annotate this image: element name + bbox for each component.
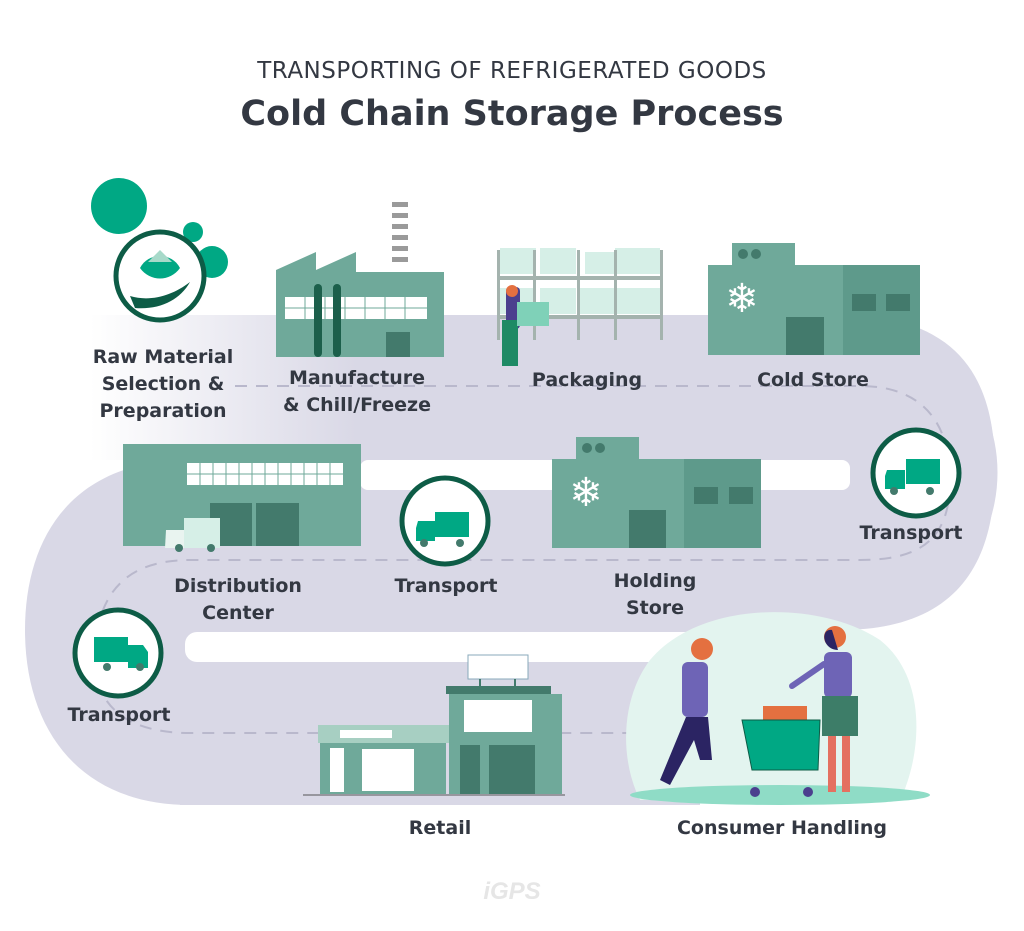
step-label-line: Consumer Handling: [676, 817, 888, 839]
packaging-illustration: [497, 248, 663, 366]
step-transport-left-label: Transport: [67, 702, 170, 729]
igps-logo: iGPS: [483, 878, 541, 905]
route-dashed-line: [93, 385, 952, 734]
step-label-line: Transport: [394, 575, 498, 597]
step-label-line: Holding: [613, 570, 697, 592]
cold-store-illustration: ❄: [708, 243, 920, 355]
page-subtitle: TRANSPORTING OF REFRIGERATED GOODS: [257, 58, 767, 84]
factory-illustration: [276, 200, 444, 357]
step-label-line: Transport: [859, 522, 963, 544]
truck-circle-left: [72, 607, 164, 699]
step-label-line: Store: [625, 597, 685, 619]
step-distribution-center-label: Distribution Center: [174, 573, 302, 627]
distribution-center-illustration: [123, 444, 361, 552]
step-label-line: Distribution: [174, 575, 302, 597]
page-title: Cold Chain Storage Process: [240, 94, 784, 134]
step-label-line: Raw Material: [92, 346, 234, 368]
consumer-handling-illustration: [626, 612, 930, 805]
step-label-line: Packaging: [531, 369, 643, 391]
step-label-line: Transport: [67, 704, 171, 726]
retail-store-illustration: [303, 654, 565, 796]
svg-text:❄: ❄: [725, 276, 759, 322]
holding-store-illustration: ❄: [552, 437, 761, 548]
step-cold-store-label: Cold Store: [757, 367, 869, 394]
step-packaging-label: Packaging: [532, 367, 642, 394]
truck-circle-middle: [399, 475, 491, 567]
step-manufacture-label: Manufacture & Chill/Freeze: [283, 365, 431, 419]
step-transport-right-label: Transport: [859, 520, 962, 547]
step-label-line: & Chill/Freeze: [283, 394, 431, 416]
svg-text:❄: ❄: [569, 470, 603, 516]
raw-material-illustration: [91, 178, 228, 323]
step-transport-middle-label: Transport: [394, 573, 497, 600]
step-label-line: Selection &: [101, 373, 225, 395]
step-retail-label: Retail: [409, 815, 471, 842]
step-raw-material-label: Raw Material Selection & Preparation: [93, 344, 234, 425]
step-label-line: Center: [202, 602, 274, 624]
step-label-line: Manufacture: [288, 367, 425, 389]
step-consumer-handling-label: Consumer Handling: [677, 815, 887, 842]
step-label-line: Retail: [408, 817, 472, 839]
step-label-line: Cold Store: [757, 369, 869, 391]
step-label-line: Preparation: [99, 400, 227, 422]
truck-circle-right: [870, 427, 962, 519]
step-holding-store-label: Holding Store: [614, 568, 697, 622]
